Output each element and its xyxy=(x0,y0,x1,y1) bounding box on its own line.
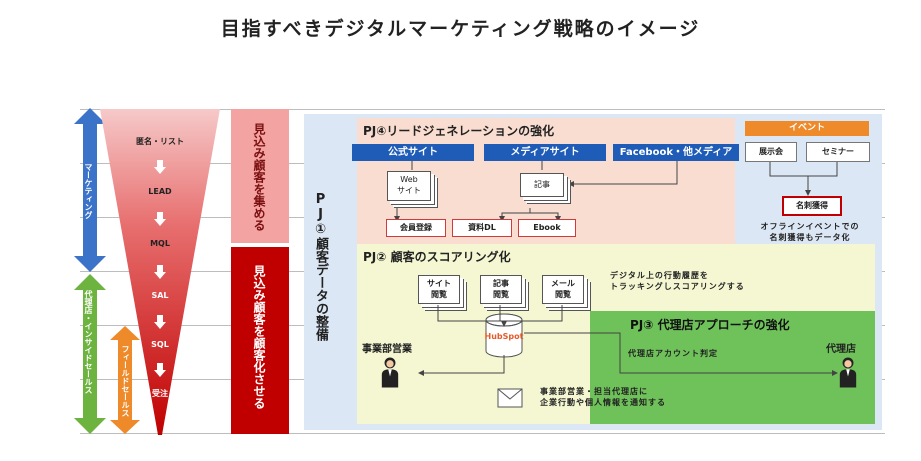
left-arrows-svg xyxy=(74,108,106,434)
guide-line xyxy=(80,433,885,434)
funnel-down-arrow-icon xyxy=(154,265,166,279)
funnel-down-arrow-icon xyxy=(154,212,166,226)
event-note: オフラインイベントでの 名刺獲得もデータ化 xyxy=(760,222,860,242)
channel-facebook-other: Facebook・他メディア xyxy=(613,144,739,161)
sales-person-icon xyxy=(381,357,399,388)
field-sales-label: フィールドセールス xyxy=(121,345,130,417)
conversion-ebook: Ebook xyxy=(518,219,576,237)
channel-media-site: メディアサイト xyxy=(484,144,606,161)
field-sales-arrow xyxy=(110,326,140,434)
funnel-stage-sql: SQL xyxy=(151,340,169,349)
channel-official-site: 公式サイト xyxy=(352,144,474,161)
pj2-scoring-note: デジタル上の行動履歴を トラッキングしスコアリングする xyxy=(610,271,745,291)
marketing-label: マーケティング xyxy=(84,162,93,219)
doc-site-view: サイト 閲覧 xyxy=(418,275,460,304)
event-connectors-svg xyxy=(769,162,838,196)
guide-line xyxy=(80,109,885,110)
pj4-connectors-svg xyxy=(394,161,678,222)
notify-note: 事業部営業・担当代理店に 企業行動や個人情報を通知する xyxy=(540,387,666,407)
marketing-arrow xyxy=(74,108,106,272)
agency-inside-sales-arrow xyxy=(74,274,106,434)
page-title: 目指すべきデジタルマーケティング戦略のイメージ xyxy=(220,18,701,40)
conversion-member-registration: 会員登録 xyxy=(386,219,446,237)
pj3-title: PJ③ 代理店アプローチの強化 xyxy=(630,318,790,332)
event-seminar: セミナー xyxy=(806,142,870,162)
doc-mail-view: メール 閲覧 xyxy=(542,275,584,304)
doc-article-view: 記事 閲覧 xyxy=(480,275,522,304)
funnel-down-arrow-icon xyxy=(154,363,166,377)
funnel-stage-mql: MQL xyxy=(150,239,170,248)
funnel-stage-lead: LEAD xyxy=(148,187,172,196)
funnel-stage-won: 受注 xyxy=(152,389,168,398)
mail-icon xyxy=(497,388,523,408)
phase-convert-label: 見込み顧客を顧客化させる xyxy=(252,265,266,409)
pj1-label: PJ①顧客データの整備 xyxy=(313,192,328,341)
funnel-stage-anonymous: 匿名・リスト xyxy=(136,137,184,146)
funnel-stage-sal: SAL xyxy=(151,291,169,300)
flow-connectors-svg xyxy=(418,305,838,376)
agency-account-judge: 代理店アカウント判定 xyxy=(628,349,718,358)
event-exhibition: 展示会 xyxy=(745,142,797,162)
agency-person-icon xyxy=(839,357,857,388)
field-sales-arrow-svg xyxy=(110,326,140,434)
conversion-document-download: 資料DL xyxy=(452,219,512,237)
phase-convert-box: 見込み顧客を顧客化させる xyxy=(231,247,289,434)
phase-collect-label: 見込み顧客を集める xyxy=(252,123,266,231)
business-card-acquired: 名刺獲得 xyxy=(782,196,842,216)
sales-label: 事業部営業 xyxy=(362,344,412,355)
agency-label: 代理店 xyxy=(826,344,856,355)
pj2-title: PJ② 顧客のスコアリング化 xyxy=(363,250,511,264)
doc-article: 記事 xyxy=(520,173,564,197)
agency-inside-sales-label: 代理店・インサイドセールス xyxy=(84,290,93,394)
funnel-down-arrow-icon xyxy=(154,315,166,329)
phase-collect-box: 見込み顧客を集める xyxy=(231,109,289,243)
event-header: イベント xyxy=(745,121,869,136)
doc-web-site: Web サイト xyxy=(387,171,431,201)
funnel-down-arrow-icon xyxy=(154,160,166,174)
hubspot-label: HubSpot xyxy=(484,332,524,341)
pj4-title: PJ④リードジェネレーションの強化 xyxy=(363,124,555,138)
pj3-panel xyxy=(590,311,875,424)
